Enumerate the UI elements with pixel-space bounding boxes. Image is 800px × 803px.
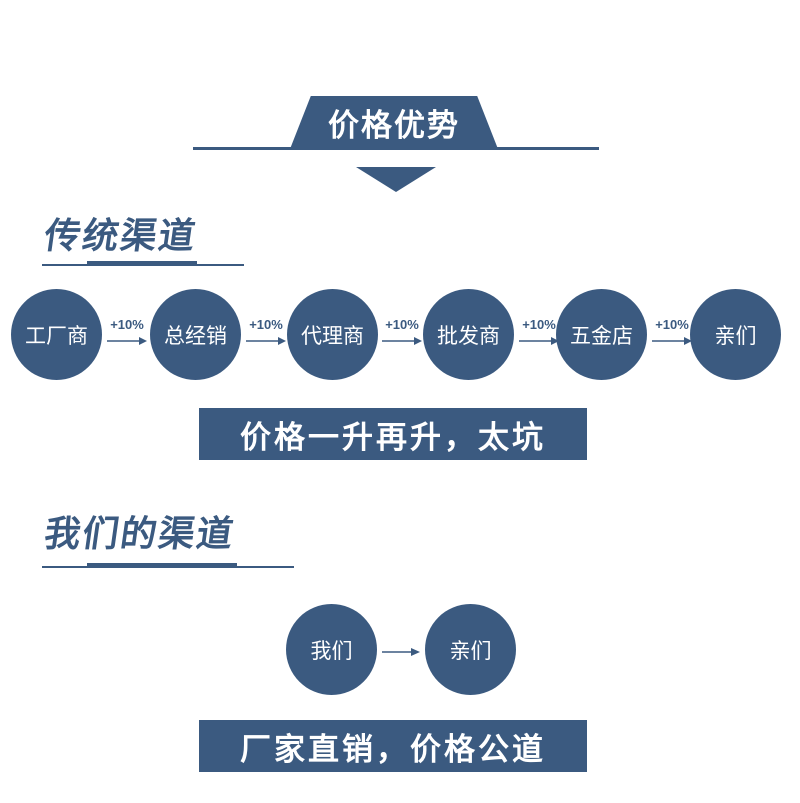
markup-label: +10% — [249, 317, 283, 332]
markup-step: +10% — [516, 318, 562, 348]
markup-step: +10% — [649, 318, 695, 348]
node-label: 代理商 — [301, 323, 364, 348]
page-title: 价格优势 — [328, 108, 460, 144]
markup-label: +10% — [522, 317, 556, 332]
markup-step: +10% — [104, 318, 150, 348]
node-agent: 代理商 — [287, 289, 378, 380]
node-label: 总经销 — [164, 323, 227, 348]
markup-step: +10% — [379, 318, 425, 348]
node-factory: 工厂商 — [11, 289, 102, 380]
node-label: 五金店 — [570, 323, 633, 348]
node-label: 批发商 — [437, 323, 500, 348]
node-general-distributor: 总经销 — [150, 289, 241, 380]
heading-underline-accent — [87, 563, 237, 566]
node-label: 亲们 — [449, 638, 492, 663]
node-customer: 亲们 — [425, 604, 516, 695]
node-label: 亲们 — [714, 323, 757, 348]
markup-label: +10% — [110, 317, 144, 332]
right-arrow-icon — [382, 648, 420, 656]
title-banner: 价格优势 — [290, 96, 498, 149]
section-heading-ours: 我们的渠道 — [41, 514, 238, 555]
ours-banner-text: 厂家直销，价格公道 — [240, 731, 546, 768]
node-hardware-store: 五金店 — [556, 289, 647, 380]
node-label: 工厂商 — [25, 323, 88, 348]
node-label: 我们 — [310, 638, 353, 663]
right-arrow-icon — [382, 337, 422, 345]
traditional-banner: 价格一升再升，太坑 — [199, 408, 587, 460]
down-triangle-icon — [356, 167, 436, 192]
node-us: 我们 — [286, 604, 377, 695]
right-arrow-icon — [107, 337, 147, 345]
ours-banner: 厂家直销，价格公道 — [199, 720, 587, 772]
right-arrow-icon — [652, 337, 692, 345]
markup-step: +10% — [243, 318, 289, 348]
traditional-banner-text: 价格一升再升，太坑 — [240, 419, 546, 456]
heading-underline — [42, 566, 294, 568]
markup-label: +10% — [655, 317, 689, 332]
right-arrow-icon — [246, 337, 286, 345]
markup-label: +10% — [385, 317, 419, 332]
right-arrow-icon — [519, 337, 559, 345]
section-heading-traditional: 传统渠道 — [41, 216, 200, 257]
heading-underline-accent — [87, 261, 197, 264]
heading-underline — [42, 264, 244, 266]
node-customer: 亲们 — [690, 289, 781, 380]
node-wholesaler: 批发商 — [423, 289, 514, 380]
